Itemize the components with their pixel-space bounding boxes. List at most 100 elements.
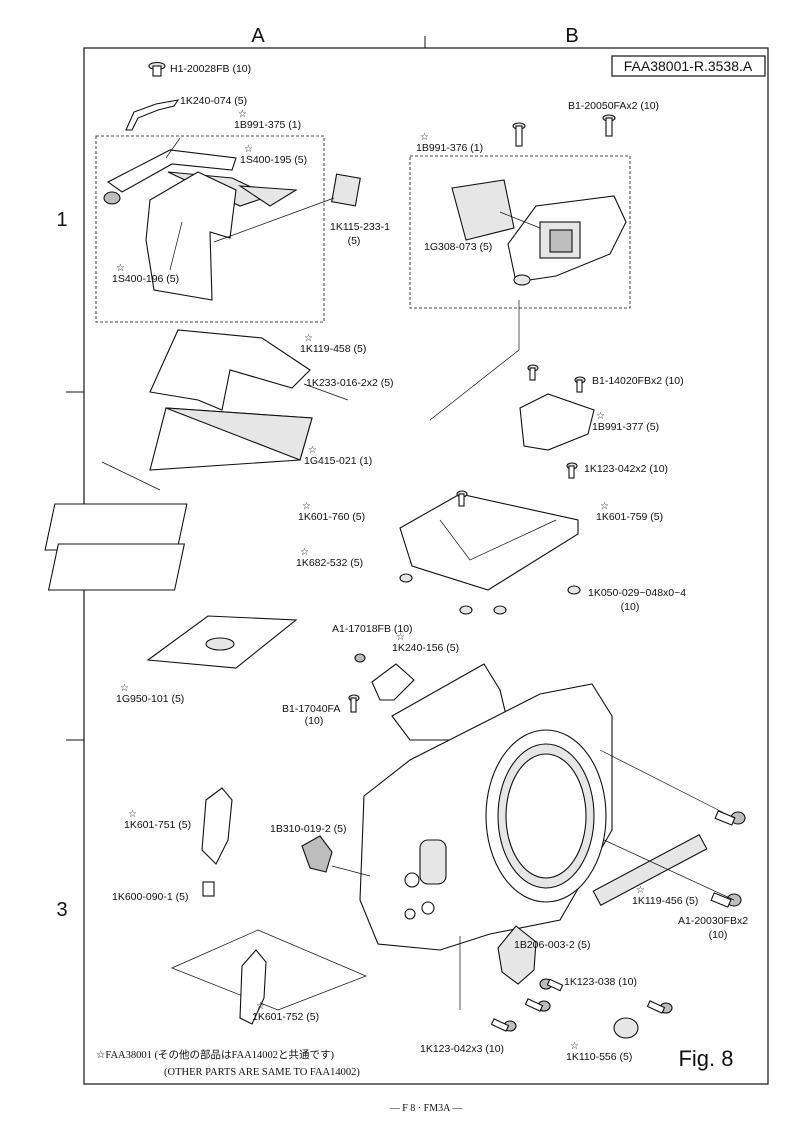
washer-3 xyxy=(493,605,507,615)
part-label: A1-17018FB (10) xyxy=(332,623,413,635)
part-label: 1B991-376 (1) xyxy=(416,142,483,154)
screw-1k123-042x3-a xyxy=(490,1018,517,1032)
screw-h1-20028fb xyxy=(148,61,166,77)
leader-1s400-196 xyxy=(169,221,183,271)
new-part-star-icon: ☆ xyxy=(256,1001,265,1012)
reference-number: FAA38001-R.3538.A xyxy=(624,58,753,74)
part-label: 1K110-556 (5) xyxy=(566,1051,632,1063)
part-label: 1K682-532 (5) xyxy=(296,557,363,569)
screw-a1-20030fb-upper xyxy=(714,810,746,826)
part-label: B1-14020FBx2 (10) xyxy=(592,375,684,387)
new-part-star-icon: ☆ xyxy=(570,1041,579,1052)
page-footer: — F 8 · FM3A — xyxy=(389,1103,464,1114)
part-label: B1-17040FA xyxy=(282,703,340,715)
part-label: (10) xyxy=(621,601,640,613)
screw-1k123-042x3-b xyxy=(524,998,551,1012)
plate-1k601-759 xyxy=(399,493,579,591)
figure-label: Fig. 8 xyxy=(678,1046,733,1071)
part-label: 1B206-003-2 (5) xyxy=(514,939,590,951)
subassembly-box-1b991-376 xyxy=(409,155,631,309)
gasket-plane-1k601-752 xyxy=(171,929,367,1011)
screw-1k123-038 xyxy=(539,978,564,992)
note-japanese: ☆FAA38001 (その他の部品はFAA14002と共通です) xyxy=(96,1048,334,1061)
leader-1b991-375 xyxy=(165,137,181,159)
part-label: 1G308-073 (5) xyxy=(424,241,492,253)
part-label: 1K119-458 (5) xyxy=(300,343,366,355)
part-label: 1B310-019-2 (5) xyxy=(270,823,346,835)
new-part-star-icon: ☆ xyxy=(308,445,317,456)
part-label: 1S400-196 (5) xyxy=(112,273,179,285)
new-part-star-icon: ☆ xyxy=(302,501,311,512)
part-labels: H1-20028FB (10)1K240-074 (5)1B991-375 (1… xyxy=(112,63,748,1063)
new-part-star-icon: ☆ xyxy=(116,263,125,274)
reference-box xyxy=(611,55,766,77)
rod-1k233-016-2 xyxy=(303,383,349,401)
bracket-1b991-377 xyxy=(519,393,595,451)
new-part-star-icon: ☆ xyxy=(128,809,137,820)
part-label: (5) xyxy=(348,235,361,247)
part-label: 1K123-042x3 (10) xyxy=(420,1043,504,1055)
part-label: 1B991-377 (5) xyxy=(592,421,659,433)
screw-1k123-042x2-left xyxy=(456,490,468,507)
part-label: 1K050-029~048x0~4 xyxy=(588,587,686,599)
new-part-star-icon: ☆ xyxy=(636,885,645,896)
part-label: 1K233-016-2x2 (5) xyxy=(306,377,394,389)
plate-inner-edge xyxy=(439,519,557,561)
part-label: 1K601-759 (5) xyxy=(596,511,663,523)
frame-1k682-532 xyxy=(47,543,186,591)
new-part-star-icon: ☆ xyxy=(600,501,609,512)
part-label: 1G415-021 (1) xyxy=(304,455,372,467)
leader-screw-upper xyxy=(599,749,735,819)
leader-eyepiece-axis xyxy=(429,300,520,421)
washer-1 xyxy=(399,573,413,583)
pad-1k600-090-1 xyxy=(202,881,215,897)
part-label: 1K123-038 (10) xyxy=(564,976,637,988)
spring-1k240-156 xyxy=(371,663,415,701)
new-part-star-icon: ☆ xyxy=(120,683,129,694)
part-label: 1K240-156 (5) xyxy=(392,642,459,654)
new-part-star-icon: ☆ xyxy=(300,547,309,558)
row-header-1: 1 xyxy=(56,209,67,231)
screw-1k123-042x2-right xyxy=(566,462,578,479)
part-label: 1K600-090-1 (5) xyxy=(112,891,188,903)
new-part-star-icon: ☆ xyxy=(596,411,605,422)
part-label: 1K119-456 (5) xyxy=(632,895,698,907)
screw-b1-14020fb-left xyxy=(527,364,539,381)
row-header-3: 3 xyxy=(56,899,67,921)
release-assembly-1b991-375 xyxy=(103,149,298,301)
screw-a1-17018fb xyxy=(354,653,366,663)
new-part-star-icon: ☆ xyxy=(420,132,429,143)
subassembly-box-1b991-375 xyxy=(95,135,325,323)
washer-2 xyxy=(459,605,473,615)
part-label: B1-20050FAx2 (10) xyxy=(568,100,659,112)
part-label: 1K601-751 (5) xyxy=(124,819,191,831)
screw-1k123-042x3-c xyxy=(646,1000,673,1014)
lever-1k240-074 xyxy=(125,99,180,131)
part-label: A1-20030FBx2 xyxy=(678,915,748,927)
cap-1k110-556 xyxy=(613,1017,639,1039)
new-part-star-icon: ☆ xyxy=(244,144,253,155)
rod-left xyxy=(101,461,161,491)
strip-1k119-456 xyxy=(592,834,708,906)
part-label: H1-20028FB (10) xyxy=(170,63,251,75)
screw-b1-14020fb-right xyxy=(574,376,586,393)
part-label: 1K240-074 (5) xyxy=(180,95,247,107)
new-part-star-icon: ☆ xyxy=(238,109,247,120)
part-label: 1K601-760 (5) xyxy=(298,511,365,523)
part-label: 1G950-101 (5) xyxy=(116,693,184,705)
column-header-b: B xyxy=(565,25,578,47)
screw-b1-20050fa-left xyxy=(512,122,526,147)
screw-b1-20050fa-right xyxy=(602,114,616,137)
gasket-1k601-752 xyxy=(239,949,267,1025)
knob-1k123-038 xyxy=(497,925,537,985)
shield-1k119-458 xyxy=(149,329,311,411)
leader-screw-lower xyxy=(603,839,735,901)
mirror-box-face xyxy=(165,407,313,461)
new-part-star-icon: ☆ xyxy=(304,333,313,344)
body-frame-1b206-003-2 xyxy=(359,683,613,951)
gasket-1k601-751 xyxy=(201,787,233,865)
part-label: 1K115-233-1 xyxy=(330,221,390,233)
switch-1b310-019-2 xyxy=(301,835,333,873)
new-part-star-icon: ☆ xyxy=(396,632,405,643)
